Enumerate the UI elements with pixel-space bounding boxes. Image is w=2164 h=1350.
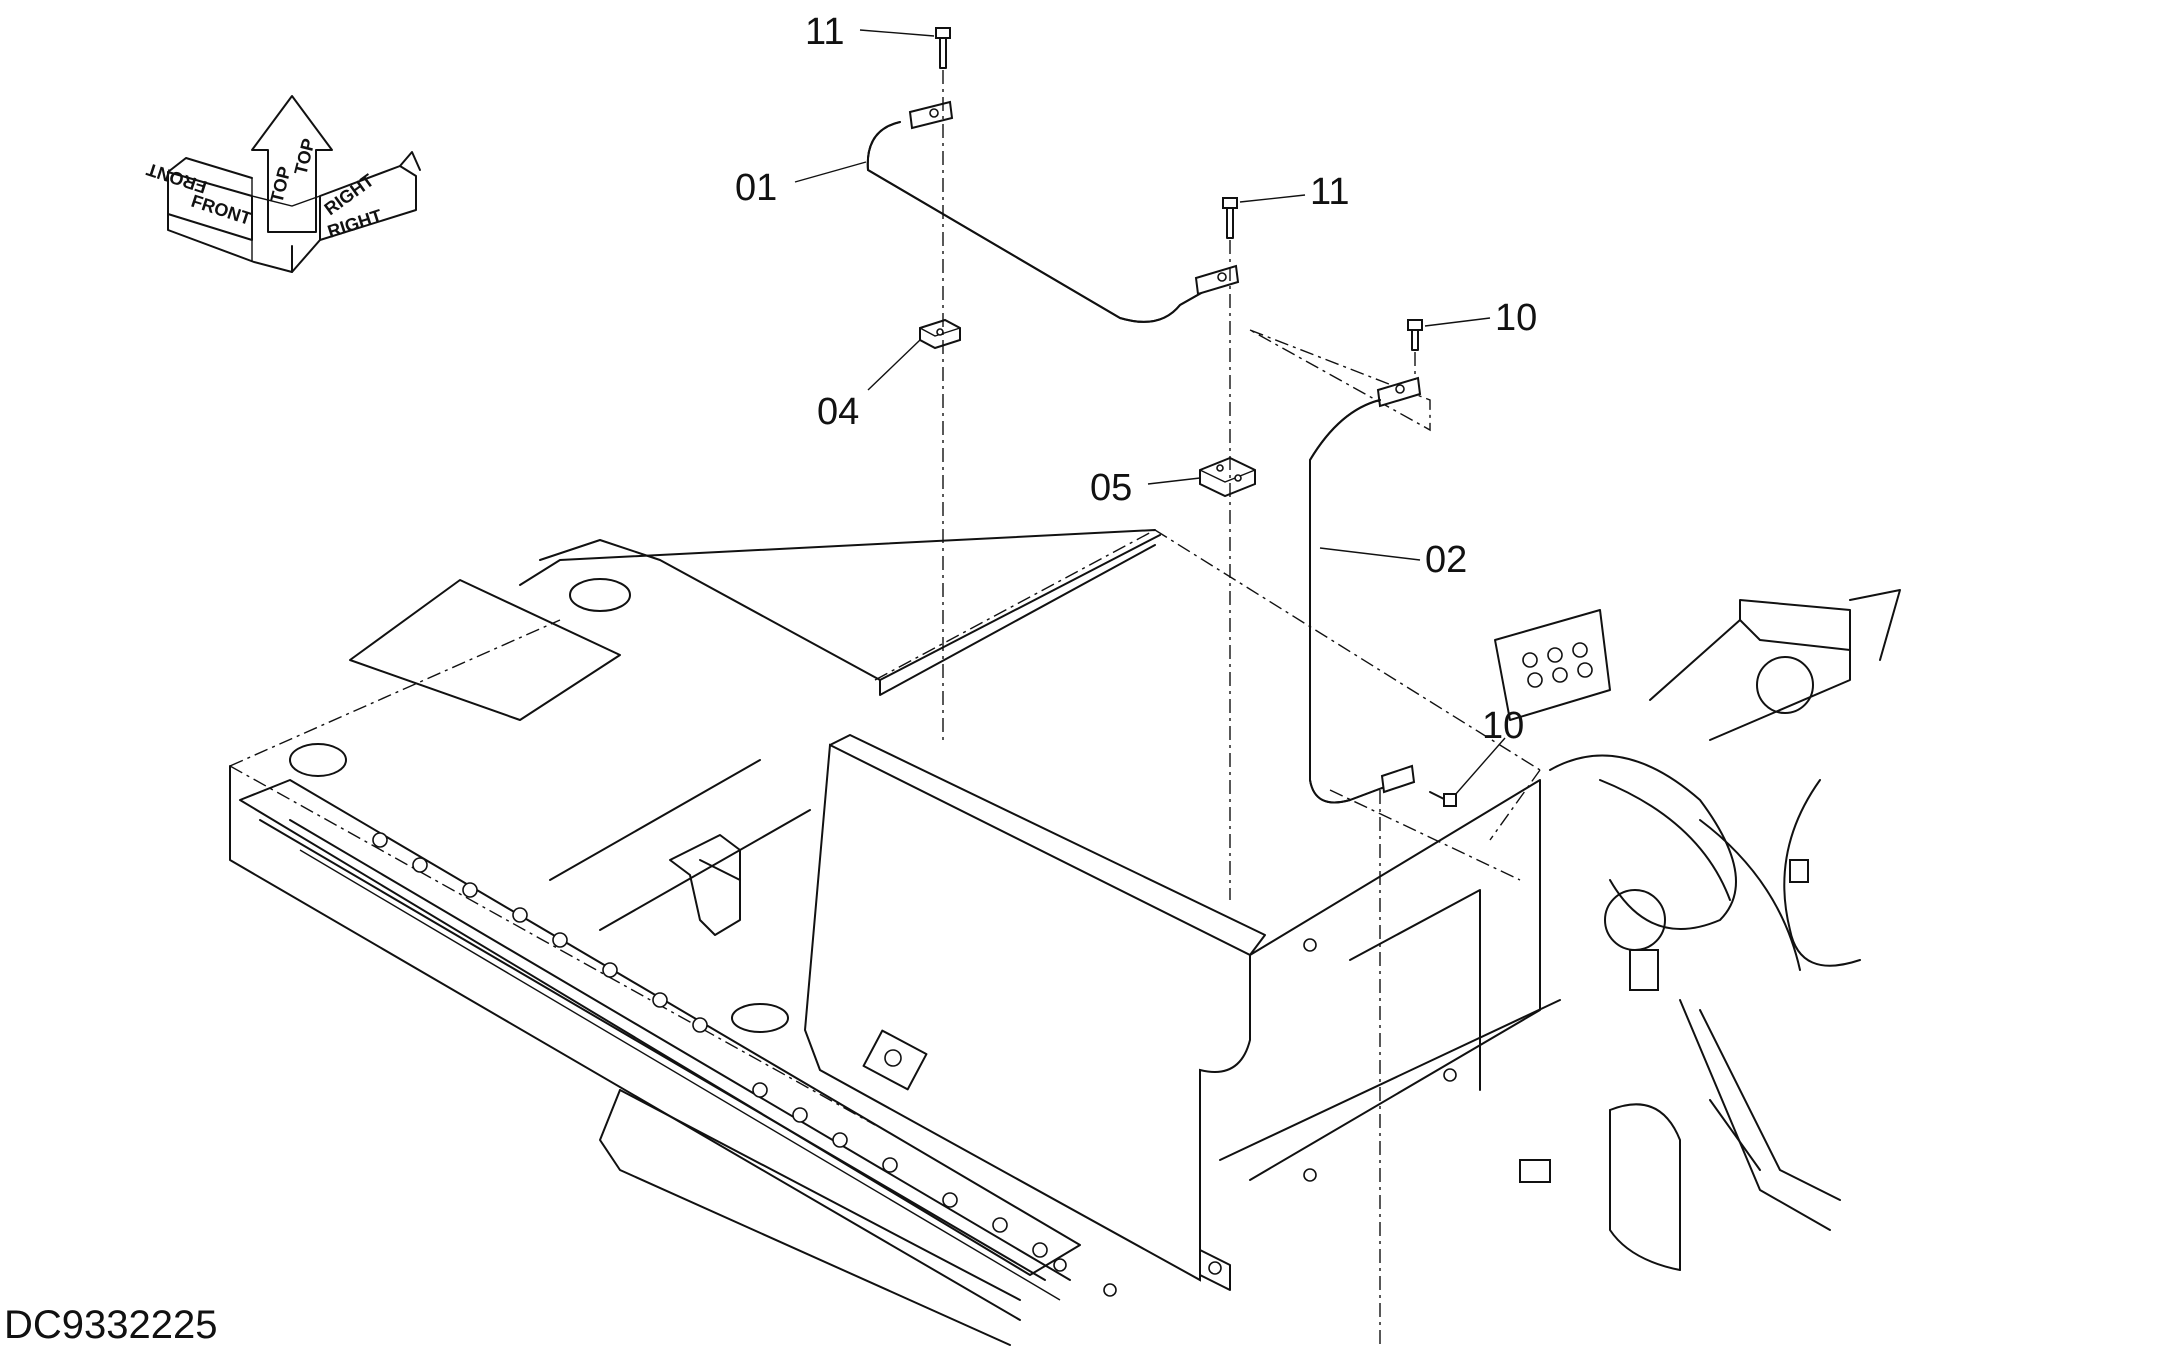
part-04-block: [919, 318, 961, 350]
diagram-code: DC9332225: [4, 1303, 218, 1347]
bolt-10-top: [1407, 319, 1423, 351]
seat-support-cover: [803, 734, 1561, 1291]
boom-bracket-area: [1494, 589, 1901, 1271]
callout-labels: 11 01 11 10 04 05 02 10: [735, 11, 1537, 747]
callout-02: 02: [1425, 539, 1467, 581]
part-02-handrail: [1309, 376, 1422, 804]
callout-11-top: 11: [805, 11, 844, 53]
callout-04: 04: [817, 391, 859, 433]
part-05-block: [1199, 456, 1256, 498]
bolt-11-mid: [1222, 197, 1238, 239]
part-01-handrail: [866, 100, 1240, 323]
bolt-10-lower: [1429, 791, 1457, 807]
callout-10-top: 10: [1495, 297, 1537, 339]
orientation-indicator: FRONT FRONT TOP TOP RIGHT RIGHT: [144, 95, 421, 273]
callout-11-mid: 11: [1310, 171, 1349, 213]
machine-frame: [229, 329, 1541, 1346]
callout-10-lower: 10: [1482, 705, 1524, 747]
top-label-2: TOP: [290, 137, 318, 177]
callout-05: 05: [1090, 467, 1132, 509]
assembly-lines: [942, 70, 1521, 1345]
bolt-11-top: [935, 27, 951, 69]
callout-leaders: [794, 29, 1506, 796]
callout-01: 01: [735, 167, 777, 209]
